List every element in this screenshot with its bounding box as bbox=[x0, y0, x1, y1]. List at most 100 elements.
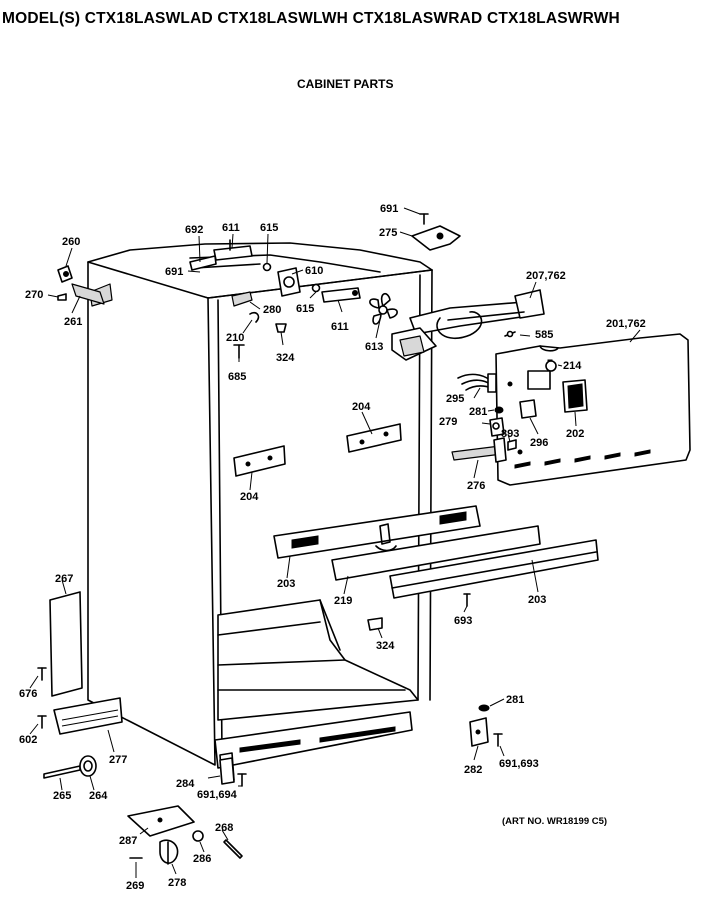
part-676-screw bbox=[37, 667, 47, 681]
part-260-hinge bbox=[57, 265, 73, 283]
part-602-screw bbox=[37, 715, 47, 729]
label-207-762: 207,762 bbox=[526, 270, 566, 282]
label-281-bottom: 281 bbox=[506, 694, 524, 706]
part-204-bracket-right bbox=[346, 423, 402, 453]
label-267: 267 bbox=[55, 573, 73, 585]
part-610-control bbox=[277, 267, 301, 297]
label-324-bottom: 324 bbox=[376, 640, 395, 652]
label-261: 261 bbox=[64, 316, 82, 328]
part-615-screw-top bbox=[262, 262, 272, 272]
part-279-switch bbox=[489, 417, 505, 437]
part-278-leveling-leg bbox=[159, 839, 179, 865]
label-610: 610 bbox=[305, 265, 323, 277]
part-691-693-screw bbox=[493, 733, 503, 747]
part-214-light-bulb bbox=[545, 360, 557, 372]
part-281-grommet-bottom bbox=[478, 704, 490, 712]
part-324-bumper-bottom bbox=[367, 617, 383, 631]
part-611-bracket-mid bbox=[321, 287, 361, 303]
part-287-plate bbox=[127, 805, 195, 837]
part-277-grille bbox=[53, 697, 123, 735]
part-692-channel bbox=[189, 255, 217, 271]
label-692: 692 bbox=[185, 224, 203, 236]
part-204-bracket-left bbox=[233, 445, 286, 477]
label-693: 693 bbox=[454, 615, 472, 627]
part-219-rail-middle bbox=[331, 525, 541, 581]
label-275: 275 bbox=[379, 227, 397, 239]
label-282: 282 bbox=[464, 764, 482, 776]
label-585: 585 bbox=[535, 329, 553, 341]
part-275-bracket bbox=[411, 225, 461, 251]
part-295-wire-harness bbox=[457, 373, 497, 393]
part-281-grommet-top bbox=[494, 406, 504, 414]
label-201-762: 201,762 bbox=[606, 318, 646, 330]
label-611-top: 611 bbox=[222, 222, 240, 234]
label-691-694: 691,694 bbox=[197, 789, 238, 801]
label-611-mid: 611 bbox=[331, 321, 349, 333]
part-264-roller bbox=[79, 755, 97, 777]
label-278: 278 bbox=[168, 877, 186, 889]
label-893: 893 bbox=[501, 428, 519, 440]
part-270-cap bbox=[57, 293, 67, 301]
label-219: 219 bbox=[334, 595, 352, 607]
part-210-clip bbox=[249, 311, 260, 323]
label-602: 602 bbox=[19, 734, 37, 746]
part-615-screw-mid bbox=[311, 283, 321, 293]
label-204-left: 204 bbox=[240, 491, 259, 503]
label-277: 277 bbox=[109, 754, 127, 766]
leader-lines bbox=[29, 207, 641, 878]
label-613: 613 bbox=[365, 341, 383, 353]
part-280-tube bbox=[231, 291, 253, 307]
label-286: 286 bbox=[193, 853, 211, 865]
label-265: 265 bbox=[53, 790, 71, 802]
part-265-roller-axle bbox=[43, 765, 81, 779]
art-number: (ART NO. WR18199 C5) bbox=[502, 816, 608, 827]
label-279: 279 bbox=[439, 416, 457, 428]
label-685: 685 bbox=[228, 371, 246, 383]
part-207-evaporator-assembly bbox=[391, 289, 545, 361]
part-261-hinge-arm bbox=[71, 283, 105, 305]
part-893-nut bbox=[507, 439, 517, 451]
label-210: 210 bbox=[226, 332, 244, 344]
section-title: CABINET PARTS bbox=[297, 77, 394, 91]
part-693-screw bbox=[463, 593, 471, 607]
label-204-right: 204 bbox=[352, 401, 371, 413]
label-270: 270 bbox=[25, 289, 43, 301]
label-296: 296 bbox=[530, 437, 548, 449]
part-324-bumper-top bbox=[275, 323, 287, 333]
label-324-top: 324 bbox=[276, 352, 295, 364]
part-613-fan-blade bbox=[369, 293, 398, 325]
label-691-693: 691,693 bbox=[499, 758, 539, 770]
label-203-upper: 203 bbox=[277, 578, 295, 590]
label-260: 260 bbox=[62, 236, 80, 248]
part-268-bolt bbox=[223, 839, 243, 859]
part-685-screw bbox=[233, 344, 245, 359]
part-276-damper-shaft bbox=[451, 437, 507, 463]
label-269: 269 bbox=[126, 880, 144, 892]
label-287: 287 bbox=[119, 835, 137, 847]
label-284: 284 bbox=[176, 778, 195, 790]
label-691-cabinet: 691 bbox=[165, 266, 183, 278]
cabinet-body bbox=[87, 242, 433, 783]
model-title: MODEL(S) CTX18LASWLAD CTX18LASWLWH CTX18… bbox=[2, 10, 620, 27]
label-691-top: 691 bbox=[380, 203, 398, 215]
part-585-screw bbox=[504, 330, 516, 338]
part-284-bracket bbox=[219, 757, 235, 785]
label-281-top: 281 bbox=[469, 406, 487, 418]
label-676: 676 bbox=[19, 688, 37, 700]
label-615-top: 615 bbox=[260, 222, 278, 234]
label-615-mid: 615 bbox=[296, 303, 314, 315]
label-280: 280 bbox=[263, 304, 281, 316]
part-286-nut bbox=[192, 830, 204, 842]
label-214: 214 bbox=[563, 360, 582, 372]
label-264: 264 bbox=[89, 790, 108, 802]
part-296-housing bbox=[519, 399, 537, 419]
label-203-lower: 203 bbox=[528, 594, 546, 606]
part-267-panel bbox=[49, 591, 83, 697]
part-282-bracket bbox=[469, 717, 489, 747]
part-611-bracket-top bbox=[213, 239, 253, 261]
label-268: 268 bbox=[215, 822, 233, 834]
part-691-screw bbox=[419, 213, 429, 225]
label-276: 276 bbox=[467, 480, 485, 492]
part-691-694-screw bbox=[237, 773, 247, 787]
